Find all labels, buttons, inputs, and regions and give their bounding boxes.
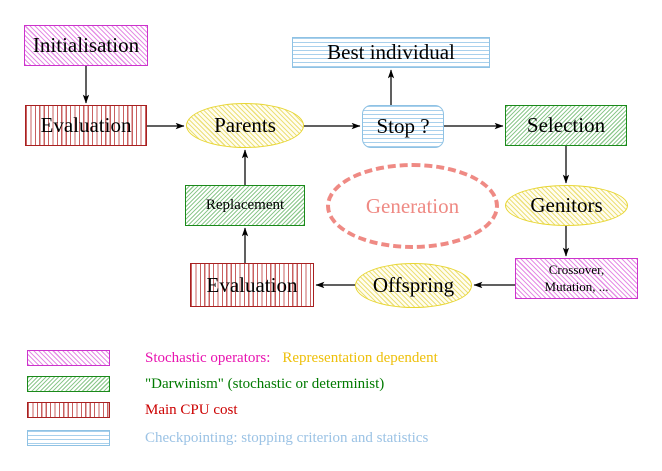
node-offspring[interactable]: Offspring xyxy=(355,263,472,308)
node-evaluation-top-label: Evaluation xyxy=(40,113,132,138)
node-best-individual[interactable]: Best individual xyxy=(292,37,490,68)
node-best-individual-label: Best individual xyxy=(327,40,455,65)
node-crossover-mutation-label: Crossover, Mutation, ... xyxy=(544,262,609,294)
node-initialisation-label: Initialisation xyxy=(32,33,140,58)
node-replacement-label: Replacement xyxy=(205,196,285,213)
node-generation-cycle: Generation xyxy=(326,163,499,249)
legend-row-checkpointing: Checkpointing: stopping criterion and st… xyxy=(27,427,428,449)
legend-label-stochastic-operators-text: Stochastic operators: xyxy=(145,349,271,366)
legend-swatch-vertical-hatch-red xyxy=(27,402,110,418)
node-stop-decision[interactable]: Stop ? xyxy=(362,105,444,148)
legend-row-darwinism: "Darwinism" (stochastic or determinist) xyxy=(27,373,384,395)
node-selection-label: Selection xyxy=(526,113,606,138)
node-evaluation-bottom-label: Evaluation xyxy=(206,272,298,297)
legend-label-main-cpu-cost: Main CPU cost xyxy=(145,401,238,418)
legend-swatch-diagonal-hatch-magenta xyxy=(27,350,110,366)
legend-swatch-horizontal-hatch-blue xyxy=(27,430,110,446)
legend-row-main-cpu-cost: Main CPU cost xyxy=(27,399,238,421)
node-evaluation-bottom[interactable]: Evaluation xyxy=(190,263,314,307)
node-genitors-label: Genitors xyxy=(530,193,603,218)
node-selection[interactable]: Selection xyxy=(505,105,627,146)
node-generation-label: Generation xyxy=(365,193,460,218)
node-replacement[interactable]: Replacement xyxy=(185,185,305,226)
legend-label-darwinism: "Darwinism" (stochastic or determinist) xyxy=(145,375,385,392)
node-offspring-label: Offspring xyxy=(372,273,455,298)
legend-label-representation-dependent: Representation dependent xyxy=(282,349,438,366)
legend-row-stochastic-operators: Stochastic operators: Representation depe… xyxy=(27,347,438,369)
legend-label-checkpointing: Checkpointing: stopping criterion and st… xyxy=(145,429,429,446)
legend-swatch-back-diagonal-hatch-green xyxy=(27,376,110,392)
node-stop-label: Stop ? xyxy=(376,114,430,139)
node-genitors[interactable]: Genitors xyxy=(505,185,628,226)
node-crossover-mutation[interactable]: Crossover, Mutation, ... xyxy=(515,258,638,299)
node-parents[interactable]: Parents xyxy=(186,103,304,148)
legend-label-stochastic-operators: Stochastic operators: Representation depe… xyxy=(145,350,438,367)
node-initialisation[interactable]: Initialisation xyxy=(24,25,148,66)
node-parents-label: Parents xyxy=(214,113,276,138)
node-evaluation-top[interactable]: Evaluation xyxy=(25,105,147,146)
legend: Stochastic operators: Representation depe… xyxy=(0,340,662,471)
